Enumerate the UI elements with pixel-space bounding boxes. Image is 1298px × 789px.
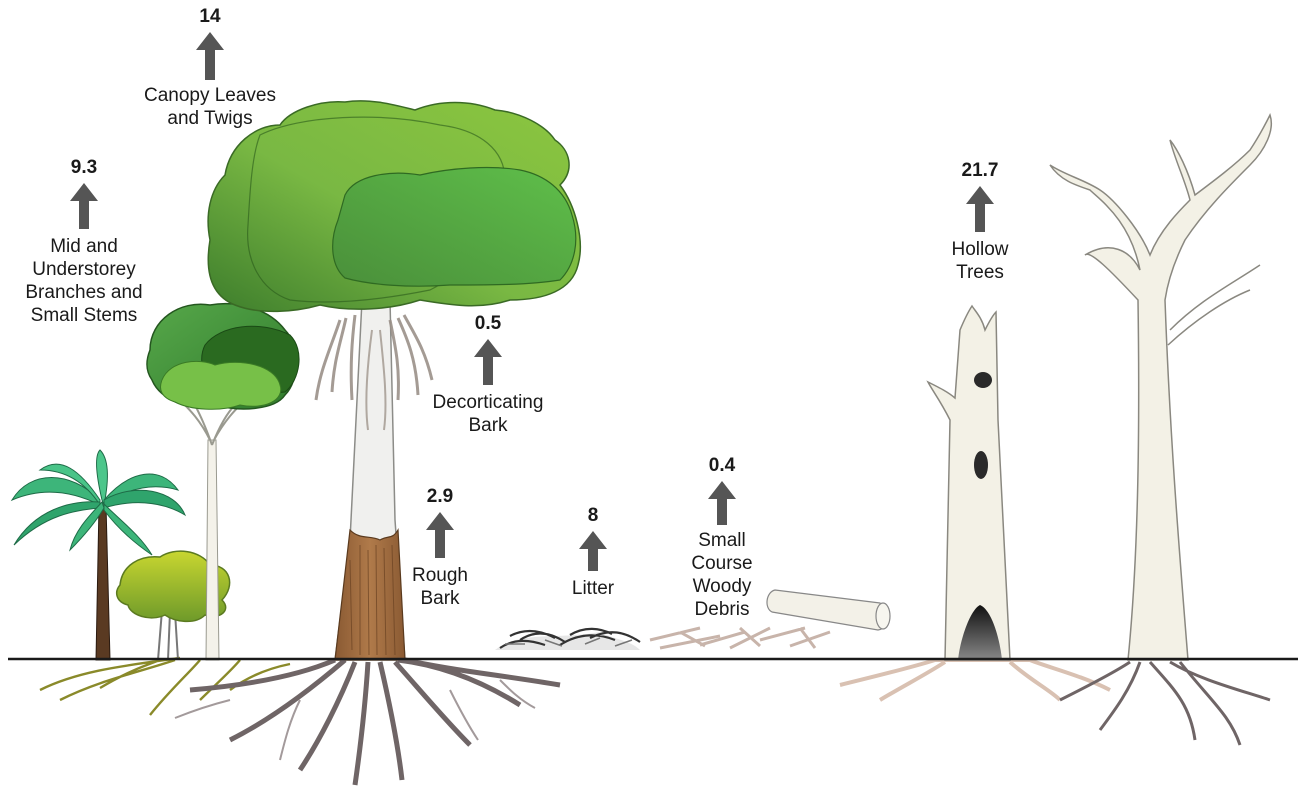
midstorey-label-group: 9.3 Mid and Understorey Branches and Sma… (14, 157, 154, 327)
hollow-trees-up-arrow-icon (966, 186, 994, 232)
midstorey-label-line-1: Mid and (14, 235, 154, 258)
woody-debris-value: 0.4 (672, 455, 772, 477)
midstorey-label-line-2: Understorey (14, 258, 154, 281)
canopy-label-line-1: Canopy Leaves (140, 84, 280, 107)
woody-debris-label-line-1: Small (672, 529, 772, 552)
woody-debris-label-group: 0.4 Small Course Woody Debris (672, 455, 772, 621)
rough-bark-label-line-1: Rough (395, 564, 485, 587)
litter-up-arrow-icon (579, 531, 607, 571)
hollow-tree (840, 306, 1110, 700)
midstorey-label-line-4: Small Stems (14, 304, 154, 327)
woody-debris-label-line-2: Course (672, 552, 772, 575)
woody-debris-label-line-3: Woody (672, 575, 772, 598)
hollow-trees-label-line-2: Trees (930, 261, 1030, 284)
litter-label-line-1: Litter (553, 577, 633, 600)
midstorey-value: 9.3 (14, 157, 154, 179)
decorticating-bark-up-arrow-icon (474, 339, 502, 385)
hollow-trees-label-line-1: Hollow (930, 238, 1030, 261)
decorticating-bark-label-line-2: Bark (420, 414, 556, 437)
decorticating-bark-label-group: 0.5 Decorticating Bark (420, 313, 556, 437)
canopy-value: 14 (140, 6, 280, 28)
canopy-label-group: 14 Canopy Leaves and Twigs (140, 6, 280, 130)
decorticating-bark-value: 0.5 (420, 313, 556, 335)
litter-label-group: 8 Litter (553, 505, 633, 600)
litter-pile (495, 629, 640, 650)
dead-tree (1050, 115, 1271, 745)
rough-bark-up-arrow-icon (426, 512, 454, 558)
rough-bark-value: 2.9 (395, 486, 485, 508)
woody-debris-label-line-4: Debris (672, 598, 772, 621)
tree-fern (12, 450, 185, 660)
hollow-trees-label-group: 21.7 Hollow Trees (930, 160, 1030, 284)
midstorey-label-line-3: Branches and (14, 281, 154, 304)
shrub (40, 551, 290, 715)
woody-debris-up-arrow-icon (708, 481, 736, 525)
litter-value: 8 (553, 505, 633, 527)
decorticating-bark-label-line-1: Decorticating (420, 391, 556, 414)
midstorey-up-arrow-icon (70, 183, 98, 229)
canopy-up-arrow-icon (196, 32, 224, 80)
canopy-label-line-2: and Twigs (140, 107, 280, 130)
rough-bark-label-line-2: Bark (395, 587, 485, 610)
rough-bark-label-group: 2.9 Rough Bark (395, 486, 485, 610)
hollow-trees-value: 21.7 (930, 160, 1030, 182)
eucalypt-roots (175, 660, 560, 785)
